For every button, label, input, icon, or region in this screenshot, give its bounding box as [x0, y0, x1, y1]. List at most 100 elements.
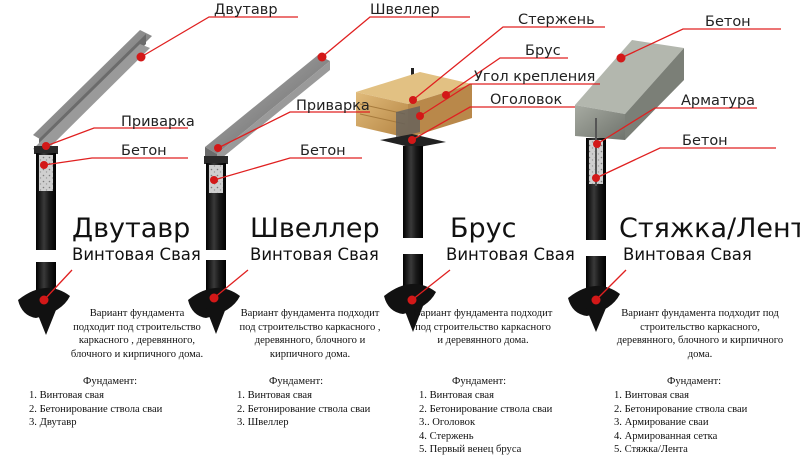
marker-dot — [592, 174, 600, 182]
foundation-item: 3. Швеллер — [237, 417, 289, 429]
pile-tip — [586, 308, 606, 332]
foundation-item: 2. Бетонирование ствола сваи — [614, 403, 748, 415]
marker-dot — [409, 96, 417, 104]
foundation-item: 3. Армирование сваи — [614, 417, 709, 429]
column-description: Вариант фундамента подходит под строител… — [413, 308, 553, 347]
pile-timber — [356, 68, 472, 332]
concrete-beam-front — [575, 105, 625, 140]
ibeam-bottom-flange — [33, 44, 150, 153]
foundation-item: 2. Бетонирование ствола сваи — [419, 403, 553, 415]
pile-shaft — [36, 192, 56, 250]
foundation-item: 2. Бетонирование ствола сваи — [29, 403, 163, 415]
leader-line — [140, 16, 298, 58]
label-channel: Швеллер — [370, 2, 440, 18]
marker-dot — [317, 52, 327, 62]
marker-dot — [416, 112, 424, 120]
label-concrete: Бетон — [682, 133, 728, 149]
label-concrete: Бетон — [121, 143, 167, 159]
pile-tip — [36, 310, 56, 335]
label-head: Оголовок — [490, 92, 563, 108]
foundation-heading: Фундамент: — [268, 376, 324, 387]
foundation-list: 1. Винтовая свая 2. Бетонирование ствола… — [419, 389, 584, 457]
leader-line — [43, 269, 73, 301]
pile-tip — [403, 306, 423, 332]
pile-shaft — [586, 186, 606, 240]
foundation-heading: Фундамент: — [82, 376, 138, 387]
label-timber: Брус — [525, 43, 561, 59]
column-title: Брус — [450, 213, 517, 244]
leader-line — [411, 106, 575, 141]
leader-line — [620, 28, 781, 59]
leader-line — [321, 16, 470, 58]
foundation-item: 1. Винтовая свая — [237, 390, 313, 401]
leader-lines — [43, 16, 781, 301]
channel-top — [205, 55, 330, 154]
marker-dot — [209, 293, 219, 303]
leader-line — [43, 157, 188, 166]
timber-top — [356, 72, 472, 104]
foundation-item: 5. Стяжка/Лента — [614, 444, 688, 456]
foundation-list: 1. Винтовая свая 2. Бетонирование ствола… — [614, 389, 794, 457]
column-title: Швеллер — [250, 213, 380, 244]
label-ibeam: Двутавр — [214, 2, 278, 18]
leader-line — [213, 269, 249, 299]
foundation-item: 5. Первый венец бруса — [419, 444, 522, 456]
leader-line — [595, 269, 627, 301]
label-rebar: Арматура — [681, 93, 756, 109]
leader-line — [595, 147, 776, 179]
label-rod: Стержень — [518, 12, 595, 28]
marker-dot — [42, 142, 50, 150]
pile-tip — [206, 308, 226, 334]
foundation-item: 1. Винтовая свая — [29, 390, 105, 401]
leader-line — [411, 269, 451, 301]
column-description: Вариант фундамента подходит под строител… — [239, 308, 381, 360]
foundation-list: 1. Винтовая свая 2. Бетонирование ствола… — [237, 389, 402, 430]
foundation-heading: Фундамент: — [451, 376, 507, 387]
marker-dot — [616, 53, 626, 63]
column-title: Стяжка/Лента — [619, 213, 800, 244]
marker-dot — [210, 176, 218, 184]
foundation-list: 1. Винтовая свая 2. Бетонирование ствола… — [29, 389, 194, 430]
marker-dot — [407, 295, 417, 305]
label-concrete: Бетон — [300, 143, 346, 159]
foundation-item: 1. Винтовая свая — [614, 390, 690, 401]
label-weld: Приварка — [296, 98, 370, 114]
column-title: Двутавр — [72, 213, 191, 244]
foundation-item: 4. Стержень — [419, 430, 474, 442]
marker-dot — [442, 91, 450, 99]
channel-face — [217, 61, 330, 162]
marker-dot — [39, 295, 49, 305]
column-description: Вариант фундамента подходит под строител… — [70, 308, 204, 360]
timber-side — [408, 84, 472, 138]
pile-cap — [204, 156, 228, 164]
concrete-fill — [39, 155, 53, 191]
marker-dot — [408, 136, 416, 144]
marker-dot — [593, 140, 601, 148]
leader-line — [445, 57, 568, 96]
column-subtitle: Винтовая Свая — [72, 245, 201, 264]
column-description: Вариант фундамента подходит под строител… — [616, 308, 784, 360]
helical-blade — [188, 287, 240, 318]
leader-line — [217, 111, 370, 149]
timber-front — [356, 92, 408, 138]
foundation-item: 3. Двутавр — [29, 417, 77, 429]
leader-line — [596, 107, 757, 145]
mounting-angle — [396, 106, 420, 138]
leader-line — [419, 83, 600, 117]
foundation-item: 3.. Оголовок — [419, 417, 476, 429]
marker-dots — [39, 52, 626, 305]
marker-dot — [136, 52, 146, 62]
leader-line — [45, 127, 188, 147]
foundation-item: 1. Винтовая свая — [419, 390, 495, 401]
pile-shaft — [403, 146, 423, 238]
column-subtitle: Винтовая Свая — [250, 245, 379, 264]
foundation-item: 4. Армированная сетка — [614, 430, 718, 442]
foundation-item: 2. Бетонирование ствола сваи — [237, 403, 371, 415]
marker-dot — [40, 161, 48, 169]
leader-line — [213, 157, 362, 181]
leader-line — [412, 26, 605, 101]
marker-dot — [214, 144, 222, 152]
label-weld: Приварка — [121, 114, 195, 130]
column-subtitle: Винтовая Свая — [623, 245, 752, 264]
